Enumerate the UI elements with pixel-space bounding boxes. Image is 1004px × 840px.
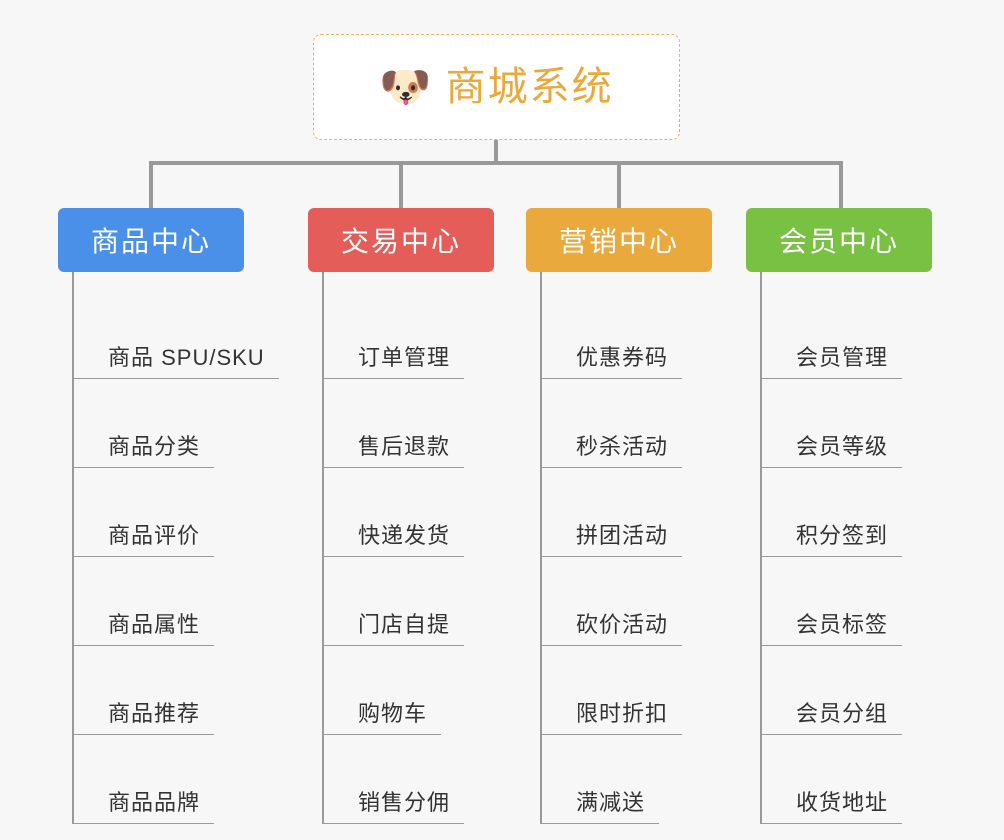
leaf-label: 商品评价: [108, 523, 201, 548]
root-node-title: 商城系统: [445, 65, 614, 109]
leaf-label: 销售分佣: [358, 790, 451, 815]
leaf-label: 积分签到: [796, 523, 889, 548]
connector-horizontal-bus: [149, 161, 843, 165]
column-trade-center: 交易中心 订单管理 售后退款 快递发货 门店自提 购物车 销售分佣: [308, 208, 494, 824]
leaf-label: 商品分类: [108, 434, 201, 459]
leaf-item[interactable]: 满减送: [540, 735, 712, 824]
category-title: 营销中心: [558, 226, 679, 257]
leaf-label: 收货地址: [796, 790, 889, 815]
leaf-item[interactable]: 积分签到: [760, 468, 932, 557]
leaf-label: 拼团活动: [576, 523, 669, 548]
leaf-item[interactable]: 砍价活动: [540, 557, 712, 646]
leaf-item[interactable]: 会员标签: [760, 557, 932, 646]
leaf-item[interactable]: 会员分组: [760, 646, 932, 735]
connector-drop-member-center: [839, 161, 843, 208]
leaf-label: 快递发货: [358, 523, 451, 548]
leaf-list-trade-center: 订单管理 售后退款 快递发货 门店自提 购物车 销售分佣: [322, 272, 494, 824]
leaf-label: 购物车: [358, 701, 428, 726]
leaf-label: 砍价活动: [576, 612, 669, 637]
leaf-item[interactable]: 商品推荐: [72, 646, 244, 735]
leaf-item[interactable]: 收货地址: [760, 735, 932, 824]
column-marketing-center: 营销中心 优惠券码 秒杀活动 拼团活动 砍价活动 限时折扣 满减送: [526, 208, 712, 824]
connector-drop-marketing-center: [617, 161, 621, 208]
leaf-item[interactable]: 商品属性: [72, 557, 244, 646]
leaf-item[interactable]: 售后退款: [322, 379, 494, 468]
leaf-item[interactable]: 订单管理: [322, 290, 494, 379]
category-title: 交易中心: [340, 226, 461, 257]
leaf-item[interactable]: 商品品牌: [72, 735, 244, 824]
category-header-trade-center[interactable]: 交易中心: [308, 208, 494, 272]
leaf-item[interactable]: 会员管理: [760, 290, 932, 379]
leaf-label: 会员分组: [796, 701, 889, 726]
leaf-list-marketing-center: 优惠券码 秒杀活动 拼团活动 砍价活动 限时折扣 满减送: [540, 272, 712, 824]
leaf-item[interactable]: 快递发货: [322, 468, 494, 557]
leaf-item[interactable]: 商品评价: [72, 468, 244, 557]
leaf-list-product-center: 商品 SPU/SKU 商品分类 商品评价 商品属性 商品推荐 商品品牌: [72, 272, 279, 824]
connector-drop-product-center: [149, 161, 153, 208]
leaf-label: 商品推荐: [108, 701, 201, 726]
leaf-label: 限时折扣: [576, 701, 669, 726]
leaf-label: 会员标签: [796, 612, 889, 637]
leaf-item[interactable]: 会员等级: [760, 379, 932, 468]
category-header-product-center[interactable]: 商品中心: [58, 208, 244, 272]
root-node-shop-system[interactable]: 🐶 商城系统: [313, 34, 680, 140]
leaf-label: 优惠券码: [576, 345, 669, 370]
leaf-item[interactable]: 商品 SPU/SKU: [72, 290, 279, 379]
leaf-item[interactable]: 秒杀活动: [540, 379, 712, 468]
category-header-member-center[interactable]: 会员中心: [746, 208, 932, 272]
leaf-item[interactable]: 购物车: [322, 646, 494, 735]
leaf-label: 订单管理: [358, 345, 451, 370]
column-member-center: 会员中心 会员管理 会员等级 积分签到 会员标签 会员分组 收货地址: [746, 208, 932, 824]
leaf-item[interactable]: 销售分佣: [322, 735, 494, 824]
leaf-item[interactable]: 限时折扣: [540, 646, 712, 735]
leaf-label: 满减送: [576, 790, 646, 815]
leaf-label: 商品属性: [108, 612, 201, 637]
leaf-label: 会员等级: [796, 434, 889, 459]
connector-drop-trade-center: [399, 161, 403, 208]
leaf-item[interactable]: 商品分类: [72, 379, 244, 468]
leaf-label: 售后退款: [358, 434, 451, 459]
leaf-item[interactable]: 拼团活动: [540, 468, 712, 557]
leaf-label: 会员管理: [796, 345, 889, 370]
connector-root-stem: [494, 140, 498, 165]
leaf-label: 门店自提: [358, 612, 451, 637]
leaf-label: 秒杀活动: [576, 434, 669, 459]
category-title: 商品中心: [90, 226, 211, 257]
category-title: 会员中心: [778, 226, 899, 257]
category-header-marketing-center[interactable]: 营销中心: [526, 208, 712, 272]
leaf-item[interactable]: 门店自提: [322, 557, 494, 646]
leaf-item[interactable]: 优惠券码: [540, 290, 712, 379]
dog-face-icon: 🐶: [379, 63, 432, 110]
leaf-label: 商品 SPU/SKU: [108, 345, 265, 370]
column-product-center: 商品中心 商品 SPU/SKU 商品分类 商品评价 商品属性 商品推荐 商品品牌: [58, 208, 279, 824]
leaf-label: 商品品牌: [108, 790, 201, 815]
leaf-list-member-center: 会员管理 会员等级 积分签到 会员标签 会员分组 收货地址: [760, 272, 932, 824]
